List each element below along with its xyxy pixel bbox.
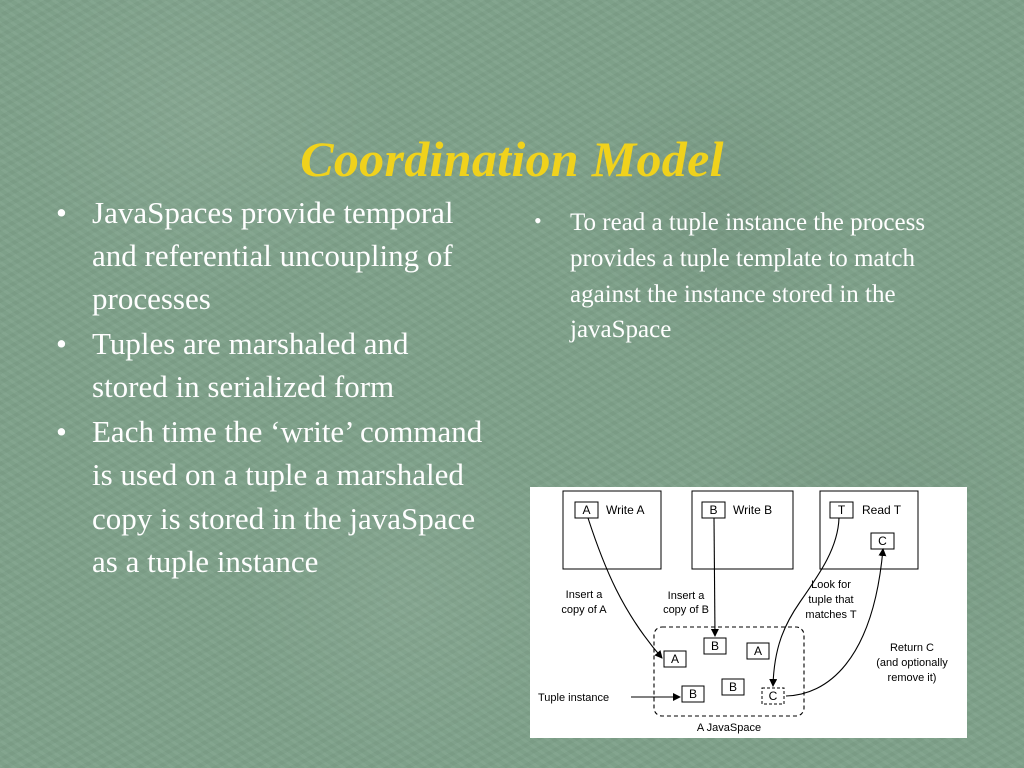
process-box-b-tag: B — [709, 503, 717, 517]
left-bullet-text: Each time the ‘write’ command is used on… — [92, 414, 483, 579]
look-for-label-line3: matches T — [805, 609, 856, 621]
process-box-a-tag: A — [582, 503, 590, 517]
insert-a-arrow — [587, 517, 663, 659]
javaspace-boundary — [653, 626, 805, 717]
process-box-write-b — [691, 490, 794, 570]
matched-tuple-box — [761, 687, 785, 705]
javaspace-diagram-svg: A Write A B Write B T Read T C B A A B B… — [538, 490, 948, 734]
look-for-label-line1: Look for — [811, 579, 851, 591]
left-bullet-item: Each time the ‘write’ command is used on… — [56, 410, 486, 582]
space-tuple-box — [746, 642, 770, 660]
space-tuple-box — [703, 637, 727, 655]
process-box-t-tag-box — [829, 501, 854, 519]
return-c-arrow — [785, 548, 887, 697]
process-box-b-tag-box — [701, 501, 726, 519]
left-bullet-item: Tuples are marshaled and stored in seria… — [56, 322, 486, 408]
insert-b-arrow — [710, 517, 719, 637]
javaspace-diagram: A Write A B Write B T Read T C B A A B B… — [530, 487, 967, 738]
look-for-label-line2: tuple that — [808, 594, 853, 606]
space-tuple-box — [681, 685, 705, 703]
process-box-t-label: Read T — [862, 503, 902, 517]
space-tuple-box — [721, 678, 745, 696]
space-tuple-label: A — [671, 652, 679, 666]
space-tuple-label: A — [754, 644, 762, 658]
left-bullet-text: Tuples are marshaled and stored in seria… — [92, 326, 409, 405]
right-bullet-list: To read a tuple instance the process pro… — [534, 205, 954, 350]
space-tuple-label: B — [729, 680, 737, 694]
insert-b-label-line1: Insert a — [668, 590, 706, 602]
process-box-b-label: Write B — [733, 503, 772, 517]
insert-a-label-line2: copy of A — [561, 604, 607, 616]
return-c-label-line3: remove it) — [888, 672, 937, 684]
space-tuple-box — [663, 650, 687, 668]
javaspace-label: A JavaSpace — [697, 722, 761, 734]
right-bullet-item: To read a tuple instance the process pro… — [534, 205, 954, 348]
left-bullet-list: JavaSpaces provide temporal and referent… — [56, 191, 486, 585]
slide-title: Coordination Model — [300, 130, 724, 187]
match-search-arrow — [769, 517, 840, 687]
return-c-label-line2: (and optionally — [876, 657, 948, 669]
space-tuple-label: B — [711, 639, 719, 653]
matched-tuple-label: C — [769, 689, 778, 703]
return-c-label-line1: Return C — [890, 642, 934, 654]
left-bullet-item: JavaSpaces provide temporal and referent… — [56, 191, 486, 320]
insert-a-label-line1: Insert a — [566, 589, 604, 601]
process-box-a-tag-box — [574, 501, 599, 519]
read-result-tag: C — [878, 534, 887, 548]
tuple-instance-label: Tuple instance — [538, 692, 609, 704]
space-tuple-label: B — [689, 687, 697, 701]
process-box-t-tag: T — [838, 503, 846, 517]
left-bullet-text: JavaSpaces provide temporal and referent… — [92, 195, 454, 317]
right-bullet-text: To read a tuple instance the process pro… — [570, 209, 926, 344]
process-box-a-label: Write A — [606, 503, 644, 517]
insert-b-label-line2: copy of B — [663, 604, 709, 616]
